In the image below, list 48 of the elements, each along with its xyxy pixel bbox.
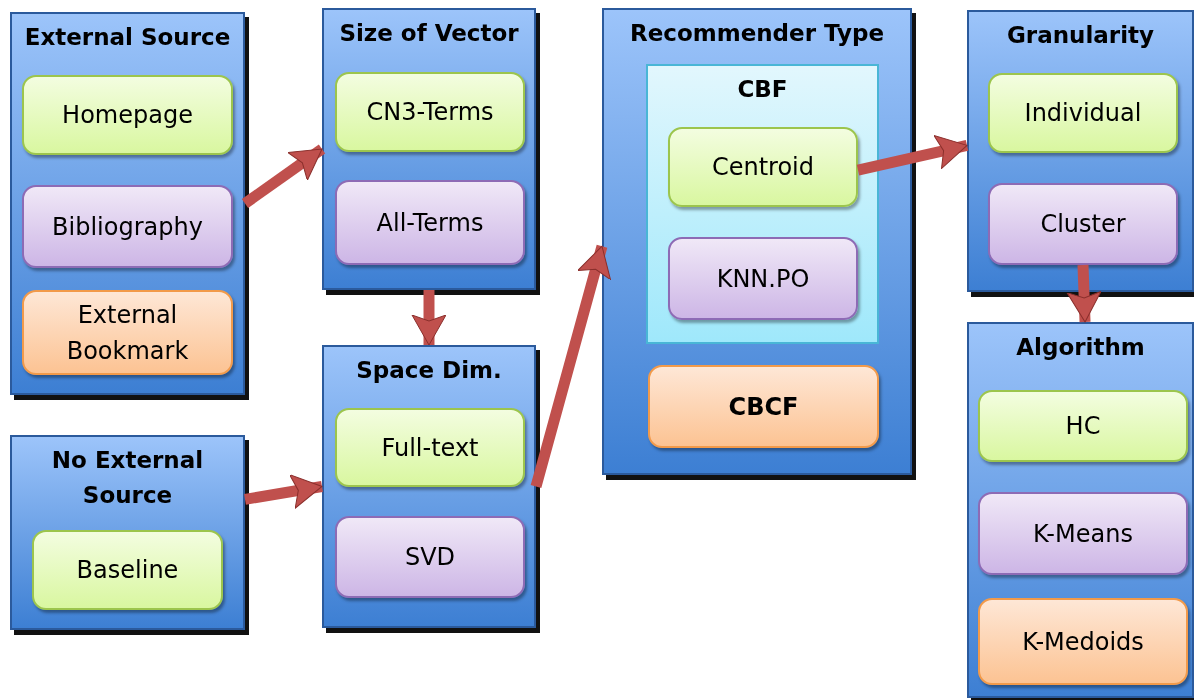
option-label: Homepage	[61, 100, 194, 131]
category-panel	[967, 322, 1194, 698]
option-box	[668, 237, 858, 320]
option-box	[978, 598, 1188, 685]
option-label: Cluster	[1039, 209, 1127, 240]
option-box	[32, 530, 223, 610]
option-label: Individual	[1023, 98, 1143, 129]
option-box	[335, 72, 525, 152]
option-label: SVD	[403, 542, 457, 573]
heading: External Source	[23, 23, 232, 52]
heading: CBF	[736, 75, 789, 104]
option-label: Baseline	[75, 555, 180, 586]
option-label: K-Means	[1032, 518, 1134, 550]
option-box	[22, 75, 233, 155]
option-box	[22, 185, 233, 268]
option-label: All-Terms	[375, 207, 485, 239]
heading: Algorithm	[1015, 333, 1146, 362]
arrow	[530, 244, 611, 488]
option-box	[988, 183, 1178, 265]
option-box	[648, 365, 879, 448]
heading: No External Source	[50, 446, 205, 510]
option-label: Bibliography	[51, 211, 204, 243]
heading: Recommender Type	[628, 19, 886, 48]
heading: Granularity	[1005, 21, 1156, 50]
option-label: External Bookmark	[65, 299, 190, 367]
option-box	[668, 127, 858, 207]
option-box	[978, 492, 1188, 575]
group-box	[646, 64, 879, 344]
option-box	[22, 290, 233, 375]
option-box	[335, 516, 525, 598]
arrow	[856, 134, 969, 176]
option-label: HC	[1064, 411, 1102, 442]
option-label: Centroid	[710, 152, 816, 183]
arrow	[241, 144, 326, 208]
option-label: KNN.PO	[715, 263, 811, 295]
option-box	[335, 180, 525, 265]
option-box	[335, 408, 525, 487]
arrow	[244, 474, 323, 509]
option-label: K-Medoids	[1021, 626, 1145, 658]
option-box	[978, 390, 1188, 462]
option-label: CN3-Terms	[365, 97, 495, 128]
option-box	[988, 73, 1178, 153]
heading: Size of Vector	[338, 19, 520, 48]
option-label: Full-text	[380, 432, 480, 464]
arrow	[411, 290, 447, 346]
heading: Space Dim.	[355, 356, 503, 385]
arrow	[1066, 264, 1102, 323]
option-label: CBCF	[727, 391, 800, 423]
